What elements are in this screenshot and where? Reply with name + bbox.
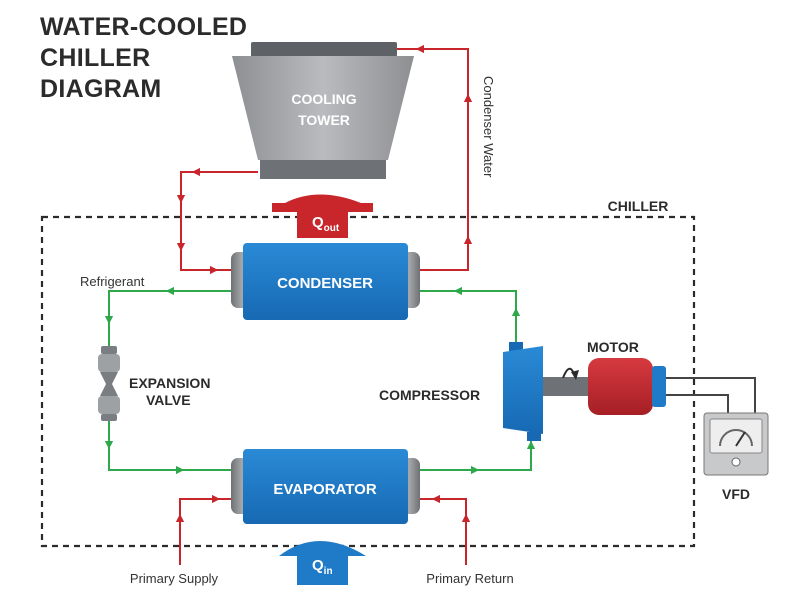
evaporator — [231, 449, 420, 524]
cooling-tower-label-1: COOLING — [291, 91, 356, 107]
condenser-water-loop — [176, 44, 473, 275]
chiller-label: CHILLER — [608, 198, 669, 214]
condenser-water-label: Condenser Water — [481, 76, 496, 178]
title-line-1: WATER-COOLED — [40, 13, 248, 41]
q-out-arrow — [272, 194, 373, 238]
cooling-tower-label-2: TOWER — [298, 112, 350, 128]
diagram-title: WATER-COOLED CHILLER DIAGRAM — [40, 12, 300, 105]
evaporator-label: EVAPORATOR — [273, 481, 377, 498]
refrigerant-label: Refrigerant — [80, 274, 145, 289]
condenser — [231, 243, 420, 320]
chiller-boundary — [40, 215, 696, 548]
motor-label: MOTOR — [587, 339, 639, 355]
chilled-water-loop — [175, 494, 471, 565]
vfd-gauge-icon — [703, 412, 769, 476]
expansion-valve-label-1: EXPANSION — [129, 375, 210, 391]
compressor-label: COMPRESSOR — [379, 387, 480, 403]
refrigerant-loop — [104, 286, 536, 475]
rotation-arrowhead-icon — [571, 370, 579, 380]
q-out-label: Qout — [312, 214, 340, 234]
title-line-3: DIAGRAM — [40, 75, 162, 103]
q-in-arrow — [279, 541, 366, 585]
primary-return-label: Primary Return — [426, 571, 513, 586]
vfd-wiring — [666, 377, 756, 413]
cooling-tower-icon — [232, 42, 414, 179]
q-in-label: Qin — [312, 557, 333, 577]
title-line-2: CHILLER — [40, 44, 151, 72]
expansion-valve-icon — [98, 346, 120, 421]
condenser-label: CONDENSER — [277, 275, 373, 292]
compressor-icon — [503, 342, 588, 441]
primary-supply-label: Primary Supply — [130, 571, 219, 586]
expansion-valve-label-2: VALVE — [146, 392, 191, 408]
vfd-label: VFD — [722, 486, 750, 502]
motor-icon — [588, 358, 666, 415]
